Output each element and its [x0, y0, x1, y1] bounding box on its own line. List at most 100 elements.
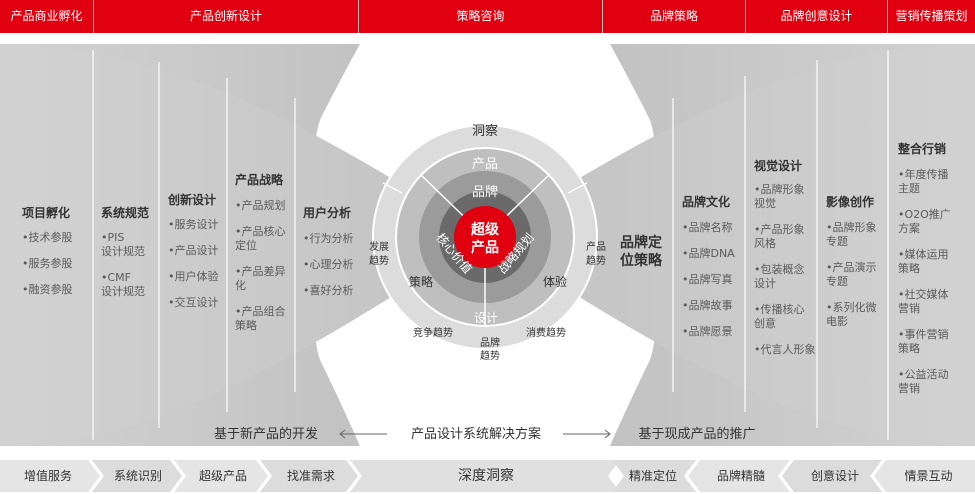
right-col-item: •包装概念 [754, 262, 805, 276]
left-col-item: •融资参股 [22, 282, 73, 296]
top-tab-strategy-consulting[interactable]: 策略咨询 [456, 9, 505, 23]
right-col-title: 整合行销 [897, 141, 946, 156]
right-col-item: •品牌写真 [682, 272, 733, 286]
right-col-item: 电影 [826, 315, 848, 328]
top-tab-divider [358, 0, 359, 33]
right-col-item: •媒体运用 [898, 247, 949, 261]
trend-separators [382, 182, 588, 194]
right-col-item: •品牌故事 [682, 298, 733, 312]
right-col-item: •产品形象 [754, 222, 805, 236]
top-tab-marketing-planning[interactable]: 营销传播策划 [895, 9, 968, 23]
bottom-chevron-shapes [0, 460, 975, 492]
left-col-item: •喜好分析 [303, 283, 354, 297]
arrow-right-icon [563, 429, 611, 439]
left-col-item: •CMF [101, 271, 131, 284]
right-col-item: •社交媒体 [898, 287, 949, 301]
right-col-item: 营销 [898, 301, 920, 315]
right-col-item: 创意 [754, 316, 776, 330]
right-col-item: 营销 [898, 381, 920, 395]
left-col-title: 用户分析 [302, 205, 351, 220]
ring-label-insight: 洞察 [472, 124, 498, 139]
top-tab-product-incubation[interactable]: 产品商业孵化 [10, 9, 83, 23]
top-tab-divider [93, 0, 94, 33]
left-col-item: 设计规范 [101, 284, 145, 298]
bottom-tab-system-id[interactable]: 系统识别 [113, 469, 162, 483]
right-col-item: •产品演示 [826, 260, 877, 274]
right-col-title: 视觉设计 [754, 158, 802, 173]
right-col-item: 风格 [754, 236, 776, 250]
label-brand-trend-1: 品牌 [480, 336, 500, 349]
top-tab-brand-creative-design[interactable]: 品牌创意设计 [780, 9, 853, 23]
bottom-tab-brand-essence[interactable]: 品牌精髓 [716, 469, 765, 483]
bottom-tab-find-needs[interactable]: 找准需求 [286, 469, 335, 483]
bottom-process-bar: 增值服务 系统识别 超级产品 找准需求 深度洞察 精准定位 品牌精髓 创意设计 … [0, 458, 975, 494]
top-tab-brand-strategy[interactable]: 品牌策略 [649, 9, 698, 23]
left-col-item: •技术参股 [22, 230, 73, 244]
left-col-item: 定位 [235, 238, 257, 252]
label-consumer-trend: 消费趋势 [526, 326, 566, 339]
ring-label-brand: 品牌 [472, 184, 498, 200]
left-columns: 项目孵化•技术参股•服务参股•融资参股系统规范•PIS设计规范•CMF设计规范创… [22, 172, 354, 332]
right-col-title: 影像创作 [826, 194, 874, 209]
right-funnel-shape [485, 44, 975, 446]
right-col-item: •品牌形象 [754, 182, 805, 196]
label-product-trend-2: 趋势 [586, 254, 606, 267]
right-col-item: 策略 [898, 341, 920, 355]
left-col-item: 策略 [235, 318, 257, 332]
right-col-item: •品牌名称 [682, 220, 733, 234]
bottom-tab-scene-interaction[interactable]: 情景互动 [904, 469, 953, 483]
left-col-title: 系统规范 [101, 205, 149, 220]
left-col-title: 项目孵化 [22, 205, 70, 220]
core-label-line1: 超级 [470, 221, 500, 238]
left-col-item: •产品设计 [168, 243, 219, 257]
left-col-item: •心理分析 [303, 257, 354, 271]
top-nav-bar: 产品商业孵化 产品创新设计 策略咨询 品牌策略 品牌创意设计 营销传播策划 [0, 0, 975, 33]
right-col-item: •品牌DNA [682, 246, 735, 260]
label-brand-trend-2: 趋势 [480, 349, 500, 362]
label-design: 设计 [474, 311, 498, 325]
right-col-title: 品牌文化 [682, 194, 730, 209]
top-tab-divider [602, 0, 603, 33]
strategy-diagram: 洞察 产品 品牌 超级 产品 核心价值 战略规划 策略 体验 设计 发展 趋势 … [0, 44, 975, 446]
label-dev-trend-2: 趋势 [369, 254, 389, 267]
top-tab-divider [745, 0, 746, 33]
top-tab-divider [887, 0, 888, 33]
left-col-item: •产品规划 [235, 198, 286, 212]
right-col-item: 策略 [898, 261, 920, 275]
bottom-tab-creative-design[interactable]: 创意设计 [810, 469, 859, 483]
label-new-product-dev: 基于新产品的开发 [214, 426, 318, 442]
left-col-item: •产品差异 [235, 264, 286, 278]
right-col-item: •系列化微 [826, 300, 877, 314]
right-col-item: 视觉 [754, 196, 776, 210]
bottom-tab-precise-positioning[interactable]: 精准定位 [628, 469, 677, 483]
label-existing-product-promo: 基于现成产品的推广 [638, 426, 755, 442]
left-col-item: 设计规范 [101, 244, 145, 258]
left-col-item: •PIS [101, 231, 124, 244]
core-label-line2: 产品 [471, 239, 499, 256]
label-dev-trend-1: 发展 [369, 240, 389, 253]
right-col-item: •传播核心 [754, 302, 805, 316]
right-col-item: 主题 [898, 182, 920, 195]
left-col-item: •服务设计 [168, 218, 219, 231]
right-col-item: 设计 [754, 277, 776, 290]
label-solution: 产品设计系统解决方案 [411, 426, 541, 442]
left-col-item: •产品核心 [235, 224, 286, 238]
bottom-tab-deep-insight[interactable]: 深度洞察 [458, 468, 514, 484]
core-super-product [454, 206, 516, 268]
right-col-item: •年度传播 [898, 167, 949, 181]
left-col-item: 化 [235, 278, 246, 292]
label-product-trend-1: 产品 [586, 240, 606, 253]
top-tab-product-innovation[interactable]: 产品创新设计 [189, 9, 262, 23]
right-col-item: •品牌形象 [826, 220, 877, 234]
left-col-title: 产品战略 [235, 172, 284, 187]
label-experience: 体验 [543, 274, 567, 289]
right-col-item: •事件营销 [898, 327, 949, 341]
left-col-item: •交互设计 [168, 295, 219, 309]
bottom-tab-value-added[interactable]: 增值服务 [23, 469, 72, 483]
right-col-item: •品牌愿景 [682, 324, 733, 338]
left-column-dividers [92, 50, 296, 440]
left-col-item: •服务参股 [22, 256, 73, 270]
bottom-tab-super-product[interactable]: 超级产品 [198, 469, 247, 483]
arrow-left-icon [339, 429, 387, 439]
right-col-item: 专题 [826, 234, 848, 248]
